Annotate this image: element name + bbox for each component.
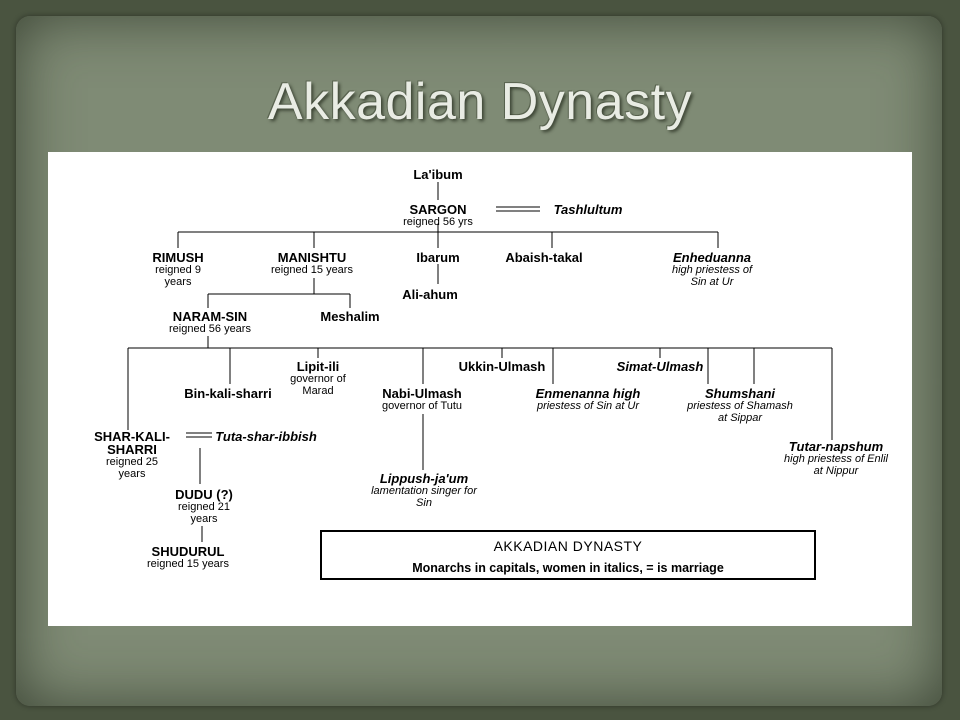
- node-sargon: SARGON reigned 56 yrs: [403, 203, 473, 228]
- node-nabi-ulmash: Nabi-Ulmash governor of Tutu: [382, 387, 462, 412]
- node-note: years: [164, 276, 192, 288]
- node-name: Tuta-shar-ibbish: [215, 429, 317, 444]
- node-dudu: DUDU (?) reigned 21 years: [175, 488, 233, 525]
- node-tashlultum: Tashlultum: [554, 203, 623, 216]
- node-name: Lipit-ili: [296, 359, 340, 374]
- node-name: SHUDURUL: [151, 544, 225, 559]
- node-name: SHARRI: [107, 442, 157, 457]
- legend-box: AKKADIAN DYNASTY Monarchs in capitals, w…: [320, 530, 816, 580]
- tree-connector-lines: [127, 182, 833, 542]
- node-name: Lippush-ja'um: [379, 471, 469, 486]
- node-note: priestess of Sin at Ur: [536, 400, 640, 412]
- node-name: RIMUSH: [152, 250, 204, 265]
- node-note: reigned 9: [155, 264, 201, 276]
- node-name: Enheduanna: [672, 250, 752, 265]
- node-simat-ulmash: Simat-Ulmash: [617, 360, 704, 373]
- node-bin-kali-sharri: Bin-kali-sharri: [184, 387, 271, 400]
- node-name: Simat-Ulmash: [616, 359, 704, 374]
- node-ukkin-ulmash: Ukkin-Ulmash: [459, 360, 546, 373]
- node-name: Enmenanna high: [535, 386, 641, 401]
- node-name: DUDU (?): [175, 487, 233, 502]
- node-abaish-takal: Abaish-takal: [505, 251, 582, 264]
- node-note: reigned 56 yrs: [403, 216, 473, 228]
- node-note: reigned 25: [105, 456, 158, 468]
- node-note: Sin: [416, 497, 432, 509]
- node-name: Ukkin-Ulmash: [458, 359, 546, 374]
- node-rimush: RIMUSH reigned 9 years: [152, 251, 203, 288]
- node-tutar-napshum: Tutar-napshum high priestess of Enlil at…: [784, 440, 888, 477]
- node-meshalim: Meshalim: [320, 310, 379, 323]
- node-ibarum: Ibarum: [416, 251, 459, 264]
- node-lipit-ili: Lipit-ili governor of Marad: [290, 360, 346, 397]
- node-note: reigned 15 years: [147, 558, 229, 570]
- slide-title: Akkadian Dynasty: [267, 73, 693, 131]
- node-note: reigned 56 years: [169, 323, 251, 335]
- node-note: governor of Tutu: [381, 400, 463, 412]
- node-name: SARGON: [409, 202, 467, 217]
- node-name: NARAM-SIN: [172, 309, 248, 324]
- node-note: high priestess of Enlil: [784, 453, 888, 465]
- node-shar-kali-sharri: SHAR-KALI- SHARRI reigned 25 years: [94, 430, 170, 480]
- node-name: Nabi-Ulmash: [382, 386, 462, 401]
- node-name: Tutar-napshum: [788, 439, 884, 454]
- node-enmenanna: Enmenanna high priestess of Sin at Ur: [536, 387, 641, 412]
- legend-subtitle: Monarchs in capitals, women in italics, …: [412, 561, 724, 575]
- node-name: Ibarum: [416, 250, 460, 265]
- node-name: Abaish-takal: [505, 250, 583, 265]
- node-shumshani: Shumshani priestess of Shamash at Sippar: [687, 387, 793, 424]
- node-ali-ahum: Ali-ahum: [402, 288, 458, 301]
- node-name: Ali-ahum: [402, 287, 458, 302]
- node-note: priestess of Shamash: [687, 400, 793, 412]
- node-note: at Sippar: [717, 412, 763, 424]
- node-name: Bin-kali-sharri: [184, 386, 272, 401]
- legend-title: AKKADIAN DYNASTY: [493, 538, 643, 554]
- node-tuta-shar-ibbish: Tuta-shar-ibbish: [215, 430, 317, 443]
- node-note: lamentation singer for: [371, 485, 477, 497]
- node-laibum: La'ibum: [413, 168, 462, 181]
- node-note: reigned 21: [177, 501, 230, 513]
- node-note: years: [190, 513, 218, 525]
- node-note: reigned 15 years: [271, 264, 353, 276]
- node-name: Tashlultum: [553, 202, 623, 217]
- node-note: at Nippur: [813, 465, 859, 477]
- node-name: Shumshani: [704, 386, 776, 401]
- node-note: governor of: [290, 373, 346, 385]
- node-name: MANISHTU: [277, 250, 347, 265]
- node-shudurul: SHUDURUL reigned 15 years: [147, 545, 229, 570]
- node-lippush-jaum: Lippush-ja'um lamentation singer for Sin: [371, 472, 477, 509]
- node-name: Meshalim: [320, 309, 380, 324]
- node-note: years: [118, 468, 146, 480]
- node-naram-sin: NARAM-SIN reigned 56 years: [169, 310, 251, 335]
- family-tree-panel: La'ibum SARGON reigned 56 yrs Tashlultum…: [48, 152, 912, 626]
- node-note: Sin at Ur: [690, 276, 734, 288]
- node-note: high priestess of: [671, 264, 753, 276]
- node-name: SHAR-KALI-: [94, 429, 170, 444]
- node-manishtu: MANISHTU reigned 15 years: [271, 251, 353, 276]
- node-note: Marad: [302, 385, 334, 397]
- node-name: La'ibum: [413, 167, 463, 182]
- node-enheduanna: Enheduanna high priestess of Sin at Ur: [672, 251, 752, 288]
